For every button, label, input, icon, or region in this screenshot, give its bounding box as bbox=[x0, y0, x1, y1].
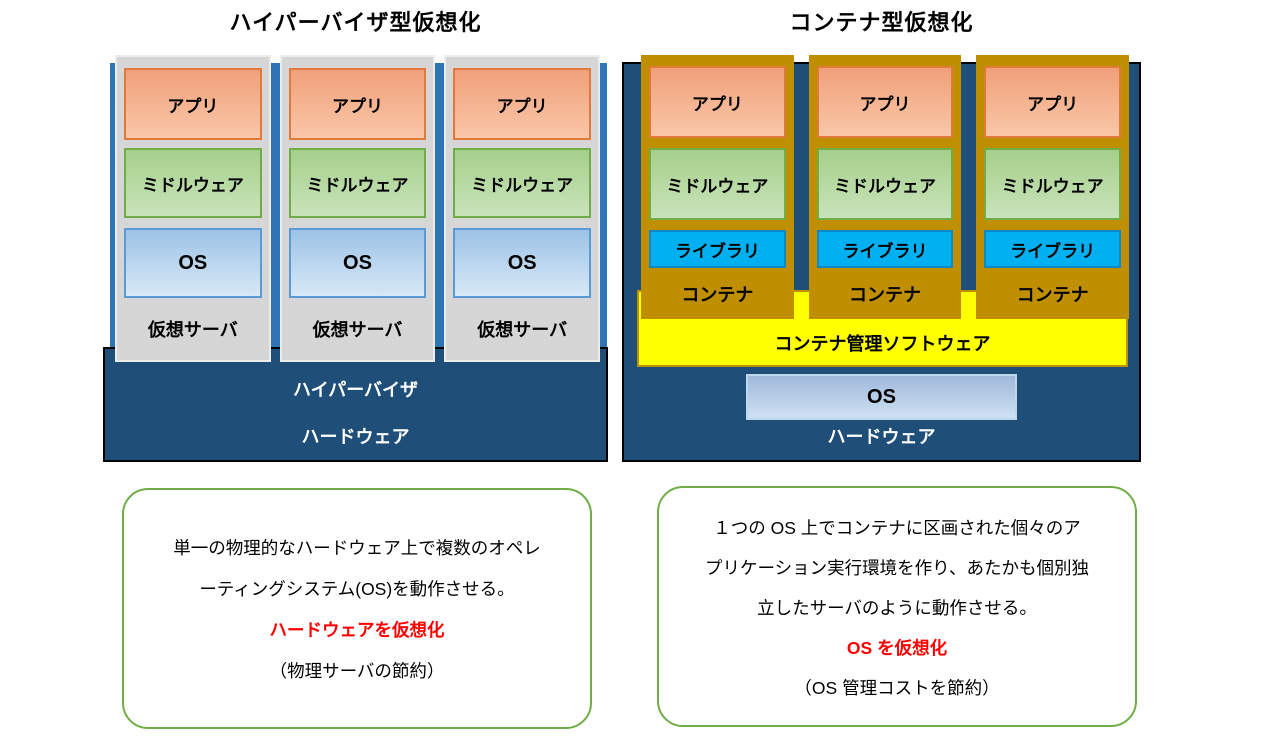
container-note-box: １つの OS 上でコンテナに区画された個々のア プリケーション実行環境を作り、あ… bbox=[657, 486, 1137, 727]
note-line: 立したサーバのように動作させる。 bbox=[757, 598, 1037, 618]
app-box: アプリ bbox=[124, 68, 262, 140]
os-box: OS bbox=[124, 228, 262, 298]
os-box: OS bbox=[453, 228, 592, 298]
container-column: アプリ ミドルウェア ライブラリ コンテナ bbox=[976, 55, 1130, 319]
note-highlight-hardware-virtualization: ハードウェアを仮想化 bbox=[269, 620, 445, 640]
hypervisor-hardware-box bbox=[103, 347, 608, 462]
container-panel-title: コンテナ型仮想化 bbox=[789, 10, 974, 35]
library-box: ライブラリ bbox=[816, 230, 954, 268]
middleware-box: ミドルウェア bbox=[649, 148, 786, 220]
note-line: （OS 管理コストを節約） bbox=[794, 678, 1000, 698]
hypervisor-note-box: 単一の物理的なハードウェア上で複数のオペレ ーティングシステム(OS)を動作させ… bbox=[122, 488, 592, 729]
middleware-box: ミドルウェア bbox=[453, 148, 592, 218]
note-line: １つの OS 上でコンテナに区画された個々のア bbox=[713, 518, 1081, 538]
hypervisor-diagram: アプリ ミドルウェア OS 仮想サーバ アプリ ミドルウェア OS 仮想サーバ … bbox=[103, 55, 608, 462]
note-line: プリケーション実行環境を作り、あたかも個別独 bbox=[705, 558, 1089, 578]
app-box: アプリ bbox=[649, 66, 786, 138]
hardware-layer-label: ハードウェア bbox=[301, 427, 410, 447]
virtual-server-caption: 仮想サーバ bbox=[312, 320, 403, 340]
hypervisor-panel-title: ハイパーバイザ型仮想化 bbox=[229, 10, 482, 35]
middleware-box: ミドルウェア bbox=[124, 148, 262, 218]
hardware-layer-label: ハードウェア bbox=[827, 427, 936, 447]
library-box: ライブラリ bbox=[649, 230, 786, 268]
library-box: ライブラリ bbox=[984, 230, 1122, 268]
hypervisor-layer-label: ハイパーバイザ bbox=[292, 380, 419, 400]
virtual-server-column: アプリ ミドルウェア OS 仮想サーバ bbox=[444, 55, 601, 362]
container-management-label: コンテナ管理ソフトウェア bbox=[774, 334, 991, 354]
os-box: OS bbox=[288, 228, 427, 298]
note-line: （物理サーバの節約） bbox=[269, 661, 445, 681]
shared-os-bar: OS bbox=[746, 374, 1017, 420]
container-caption: コンテナ bbox=[849, 284, 921, 305]
virtual-server-column: アプリ ミドルウェア OS 仮想サーバ bbox=[279, 55, 436, 362]
container-caption: コンテナ bbox=[681, 284, 754, 305]
container-caption: コンテナ bbox=[1016, 284, 1089, 305]
virtual-server-columns: アプリ ミドルウェア OS 仮想サーバ アプリ ミドルウェア OS 仮想サーバ … bbox=[115, 55, 601, 362]
app-box: アプリ bbox=[816, 66, 954, 138]
app-box: アプリ bbox=[453, 68, 592, 140]
note-line: 単一の物理的なハードウェア上で複数のオペレ bbox=[173, 538, 541, 558]
middleware-box: ミドルウェア bbox=[816, 148, 954, 220]
virtual-server-caption: 仮想サーバ bbox=[147, 320, 238, 340]
middleware-box: ミドルウェア bbox=[984, 148, 1122, 220]
note-highlight-os-virtualization: OS を仮想化 bbox=[846, 638, 948, 658]
container-column: アプリ ミドルウェア ライブラリ コンテナ bbox=[641, 55, 794, 319]
container-column: アプリ ミドルウェア ライブラリ コンテナ bbox=[808, 55, 962, 319]
middleware-box: ミドルウェア bbox=[288, 148, 427, 218]
virtual-server-column: アプリ ミドルウェア OS 仮想サーバ bbox=[115, 55, 271, 362]
app-box: アプリ bbox=[288, 68, 427, 140]
virtual-server-caption: 仮想サーバ bbox=[477, 320, 568, 340]
container-columns: アプリ ミドルウェア ライブラリ コンテナ アプリ ミドルウェア ライブラリ コ… bbox=[641, 55, 1130, 319]
app-box: アプリ bbox=[984, 66, 1122, 138]
note-line: ーティングシステム(OS)を動作させる。 bbox=[199, 579, 515, 599]
container-diagram: コンテナ管理ソフトウェア アプリ ミドルウェア ライブラリ コンテナ アプリ ミ… bbox=[622, 55, 1141, 462]
